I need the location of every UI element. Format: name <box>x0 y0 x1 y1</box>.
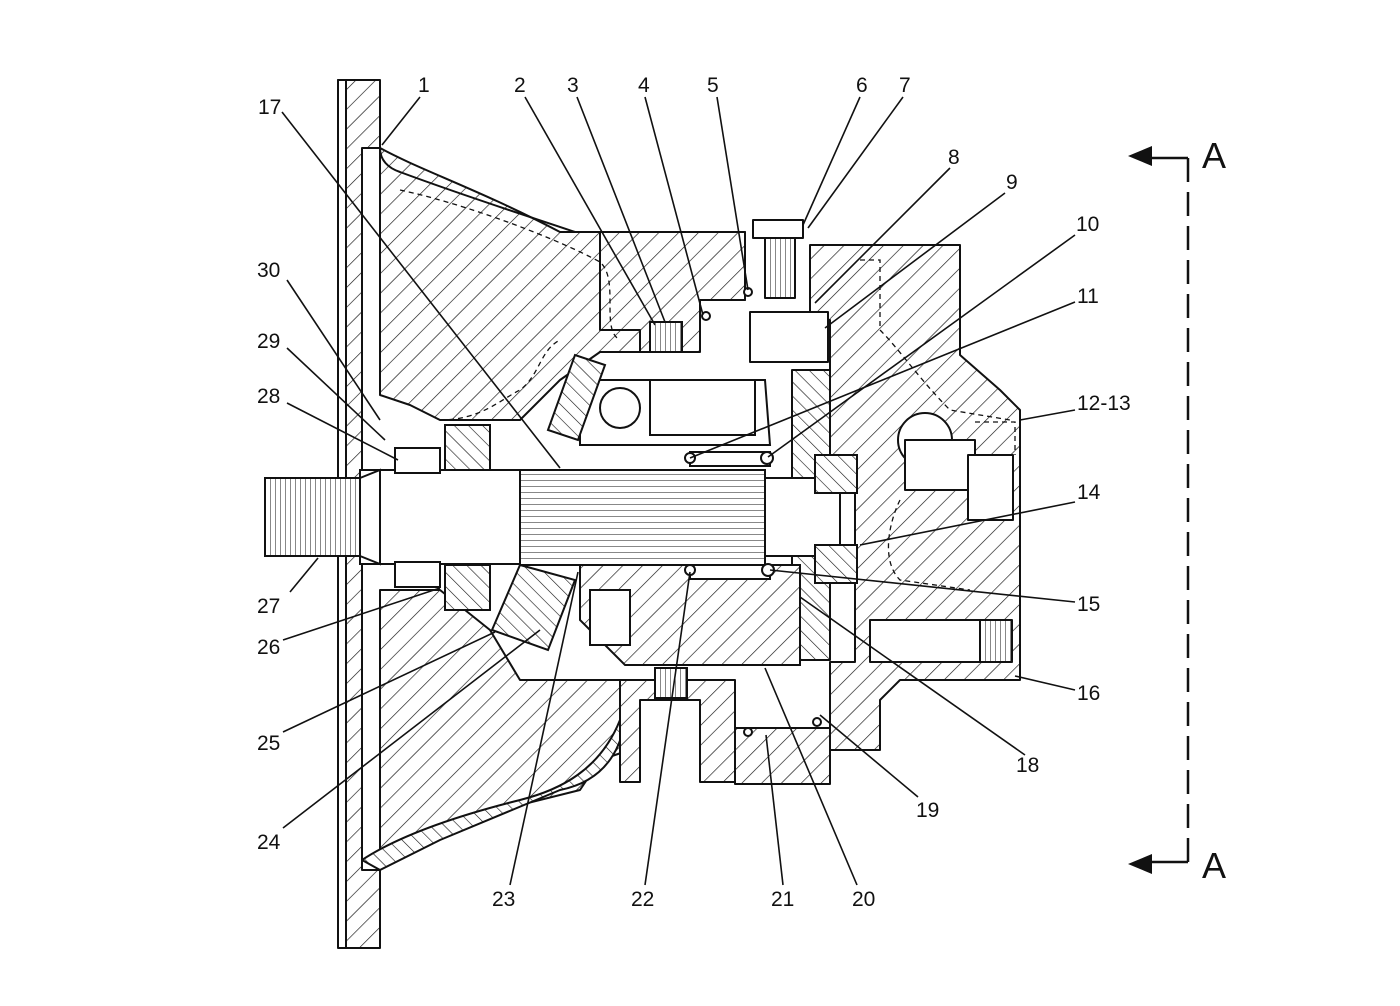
section-marker <box>1128 146 1190 874</box>
leader-lines <box>281 96 1076 886</box>
callout-22: 22 <box>631 888 654 911</box>
callout-23: 23 <box>492 888 515 911</box>
callout-4: 4 <box>638 74 650 97</box>
piston-lower <box>589 589 631 646</box>
callout-20: 20 <box>852 888 875 911</box>
output-shaft <box>359 469 521 565</box>
callout-19: 19 <box>916 799 939 822</box>
callout-14: 14 <box>1077 481 1101 504</box>
rotating-group <box>264 287 858 737</box>
swashplate-lower <box>490 563 577 652</box>
front-bearing-lower <box>444 564 491 611</box>
o-ring-4 <box>701 311 711 321</box>
callout-12-13: 12-13 <box>1077 392 1131 415</box>
center-spring-lower <box>689 564 771 580</box>
callout-11: 11 <box>1077 285 1099 308</box>
lower-ring <box>619 679 736 783</box>
lower-fitting-tip <box>979 619 1013 663</box>
hidden-lines <box>399 189 1016 591</box>
lower-port-block <box>734 727 831 785</box>
piston-ball-upper <box>599 387 641 429</box>
shaft-seal-lower <box>394 561 441 588</box>
center-spring <box>689 451 771 467</box>
lower-rib <box>361 689 627 871</box>
section-label-bottom: A <box>1202 845 1226 886</box>
callout-17: 17 <box>258 96 281 119</box>
callout-2: 2 <box>514 74 526 97</box>
callout-10: 10 <box>1076 213 1099 236</box>
callout-25: 25 <box>257 732 280 755</box>
callout-numbers: 1 2 3 4 5 6 7 8 9 10 11 12-13 14 15 16 1… <box>257 74 1131 911</box>
callout-15: 15 <box>1077 593 1100 616</box>
end-cap-bore <box>904 439 976 491</box>
callout-8: 8 <box>948 146 960 169</box>
callout-29: 29 <box>257 330 280 353</box>
shaft-taper <box>359 468 381 566</box>
piston-upper <box>649 379 756 436</box>
callout-6: 6 <box>856 74 868 97</box>
upper-housing-outer <box>379 147 576 233</box>
callout-26: 26 <box>257 636 280 659</box>
output-shaft-spline <box>264 477 361 557</box>
callout-7: 7 <box>899 74 911 97</box>
callout-3: 3 <box>567 74 579 97</box>
section-arrow-bottom <box>1128 854 1152 874</box>
rear-bearing-upper <box>814 454 858 494</box>
callout-27: 27 <box>257 595 280 618</box>
callout-16: 16 <box>1077 682 1100 705</box>
swashplate-upper <box>546 353 607 442</box>
end-cap-fitting <box>967 454 1014 521</box>
front-bearing-upper <box>444 424 491 471</box>
o-ring-20 <box>812 717 822 727</box>
section-arrow-top <box>1128 146 1152 166</box>
shaft-seal-upper <box>394 447 441 474</box>
top-plug <box>764 237 796 299</box>
top-bolt-head <box>752 219 804 239</box>
upper-middle-block <box>599 231 746 353</box>
shaft-main-splined <box>519 469 766 566</box>
brake-discs-upper <box>649 321 683 353</box>
callout-18: 18 <box>1016 754 1039 777</box>
brake-discs-lower <box>654 667 688 699</box>
callout-9: 9 <box>1006 171 1018 194</box>
upper-port <box>749 311 829 363</box>
callout-21: 21 <box>771 888 794 911</box>
callout-30: 30 <box>257 259 280 282</box>
upper-housing <box>379 147 746 421</box>
section-label-top: A <box>1202 135 1226 176</box>
callout-28: 28 <box>257 385 280 408</box>
callout-1: 1 <box>418 74 430 97</box>
callout-5: 5 <box>707 74 719 97</box>
callout-24: 24 <box>257 831 281 854</box>
o-ring-21 <box>743 727 753 737</box>
